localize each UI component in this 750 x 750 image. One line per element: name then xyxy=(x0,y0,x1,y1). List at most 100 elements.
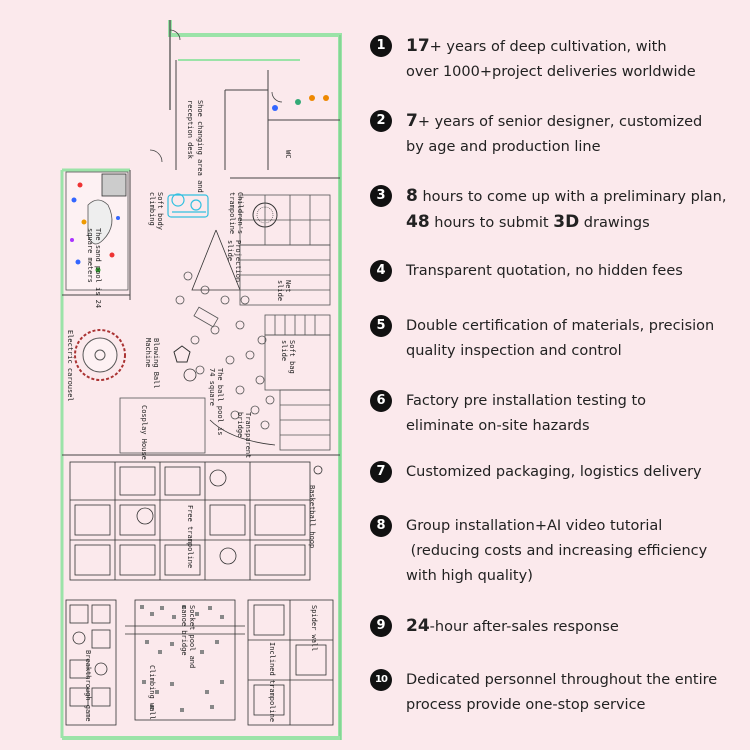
feature-text: 7+ years of senior designer, customized b… xyxy=(406,109,702,160)
feature-line: 48 hours to submit 3D drawings xyxy=(406,210,727,236)
feature-line: 17+ years of deep cultivation, with xyxy=(406,34,696,60)
text-segment: by age and production line xyxy=(406,139,601,155)
socket-pool xyxy=(125,599,245,721)
feature-text: 24-hour after-sales response xyxy=(406,614,619,640)
label-inclined: Inclined trampoline xyxy=(268,642,276,722)
label-shoe: Shoe changing area and xyxy=(196,100,204,193)
text-segment: (reducing costs and increasing efficienc… xyxy=(406,543,708,559)
label-ballpool: The ball pool is xyxy=(216,368,224,435)
plan-labels: Shoe changing area and reception desk So… xyxy=(66,100,318,722)
number-badge: 7 xyxy=(370,461,392,483)
number-badge: 6 xyxy=(370,390,392,412)
slide-grid xyxy=(119,194,331,454)
highlight-number: 8 xyxy=(406,186,418,206)
label-transparent: Transparent xyxy=(244,412,252,458)
breakthrough-game xyxy=(65,599,117,726)
inclined-trampoline xyxy=(247,599,334,726)
number-badge: 1 xyxy=(370,35,392,57)
feature-line: quality inspection and control xyxy=(406,339,714,364)
feature-item: 8 Group installation+AI video tutorial (r… xyxy=(370,514,745,589)
feature-line: 7+ years of senior designer, customized xyxy=(406,109,702,135)
electric-carousel xyxy=(74,329,126,381)
number-badge: 5 xyxy=(370,315,392,337)
feature-item: 3 8 hours to come up with a preliminary p… xyxy=(370,184,745,236)
text-segment: process provide one-stop service xyxy=(406,697,646,713)
ball-pool xyxy=(173,229,275,430)
label-breakthrough: Breakthrough game xyxy=(84,650,92,722)
label-projection2: slide xyxy=(226,240,234,261)
feature-text: Double certification of materials, preci… xyxy=(406,314,714,364)
feature-item: 5 Double certification of materials, prec… xyxy=(370,314,745,364)
label-softbag: Soft bag xyxy=(288,340,296,374)
text-segment: Group installation+AI video tutorial xyxy=(406,518,663,534)
label-children2: trampoline xyxy=(228,192,236,234)
label-sandpool2: square meters xyxy=(86,228,94,283)
feature-text: 8 hours to come up with a preliminary pl… xyxy=(406,184,727,236)
text-segment: -hour after-sales response xyxy=(429,619,619,635)
text-segment: Customized packaging, logistics delivery xyxy=(406,464,702,480)
text-segment: Double certification of materials, preci… xyxy=(406,318,715,334)
text-segment: eliminate on-site hazards xyxy=(406,418,590,434)
label-free: Free trampoline xyxy=(186,505,194,568)
label-ballpool2: 74 square xyxy=(208,368,216,406)
highlight-number: 3D xyxy=(553,212,580,232)
soft-climbing-toy xyxy=(167,193,209,218)
feature-line: Dedicated personnel throughout the entir… xyxy=(406,668,717,693)
floor-plan-drawing: Shoe changing area and reception desk So… xyxy=(60,20,342,740)
label-blowing2: Machine xyxy=(144,338,152,368)
highlight-number: 7 xyxy=(406,111,418,131)
sand-pool xyxy=(65,171,129,291)
outer-walls xyxy=(60,20,342,740)
number-badge: 3 xyxy=(370,185,392,207)
feature-item: 6 Factory pre installation testing to elim… xyxy=(370,389,745,439)
feature-text: Factory pre installation testing to elimi… xyxy=(406,389,646,439)
highlight-number: 24 xyxy=(406,616,430,636)
label-children: Children's xyxy=(236,192,244,234)
feature-line: Double certification of materials, preci… xyxy=(406,314,714,339)
label-toddler: Soft body xyxy=(156,192,164,230)
feature-text: Customized packaging, logistics delivery xyxy=(406,460,702,485)
feature-line: process provide one-stop service xyxy=(406,693,717,718)
number-badge: 9 xyxy=(370,615,392,637)
feature-line: over 1000+project deliveries worldwide xyxy=(406,60,696,85)
text-segment: Dedicated personnel throughout the entir… xyxy=(406,672,718,688)
text-segment: hours to submit xyxy=(429,215,554,231)
feature-item: 9 24-hour after-sales response xyxy=(370,614,745,640)
feature-line: Customized packaging, logistics delivery xyxy=(406,460,702,485)
feature-line: eliminate on-site hazards xyxy=(406,414,646,439)
feature-line: Group installation+AI video tutorial xyxy=(406,514,707,539)
label-softbag2: slide xyxy=(280,340,288,361)
feature-line: Transparent quotation, no hidden fees xyxy=(406,259,683,284)
text-segment: + years of deep cultivation, with xyxy=(429,39,667,55)
number-badge: 8 xyxy=(370,515,392,537)
label-basketball: Basketball hoop xyxy=(308,485,316,548)
label-socket: Socket pool and xyxy=(188,605,196,668)
feature-line: with high quality) xyxy=(406,564,707,589)
text-segment: drawings xyxy=(579,215,650,231)
number-badge: 2 xyxy=(370,110,392,132)
label-wc: WC xyxy=(284,150,292,158)
label-sandpool: The sand pool is 24 xyxy=(94,228,102,308)
label-tight: Net xyxy=(284,280,292,293)
feature-line: by age and production line xyxy=(406,135,702,160)
label-transparent2: bridge xyxy=(236,412,244,437)
highlight-number: 17 xyxy=(406,36,430,56)
text-segment: + years of senior designer, customized xyxy=(417,114,703,130)
feature-text: Group installation+AI video tutorial (re… xyxy=(406,514,707,589)
feature-line: 24-hour after-sales response xyxy=(406,614,619,640)
text-segment: Factory pre installation testing to xyxy=(406,393,647,409)
label-electric: Electric carousel xyxy=(66,330,74,402)
label-projection: Projection xyxy=(234,240,242,282)
text-segment: quality inspection and control xyxy=(406,343,622,359)
number-badge: 10 xyxy=(370,669,392,691)
restroom-fixtures xyxy=(272,95,329,111)
label-reception: reception desk xyxy=(186,100,194,160)
label-spider: Spider wall xyxy=(310,605,318,651)
label-toddler2: climbing xyxy=(148,192,156,226)
free-trampoline-grid xyxy=(69,461,323,581)
label-tight2: slide xyxy=(276,280,284,301)
